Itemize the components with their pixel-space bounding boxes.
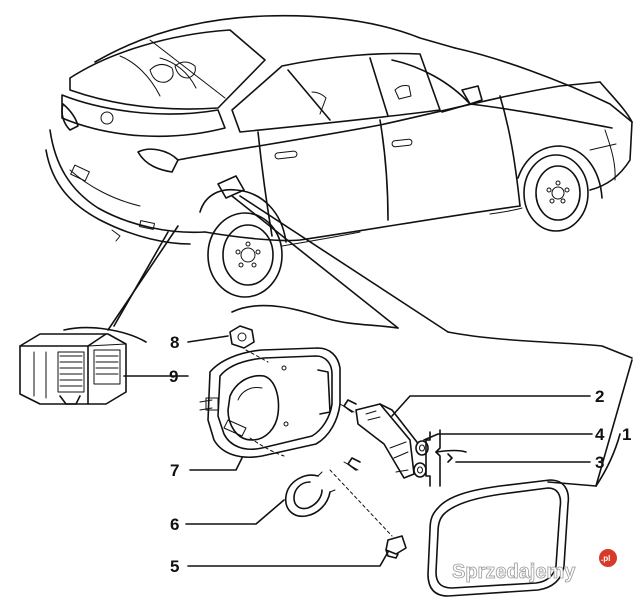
callout-5: 5 (170, 557, 179, 576)
leader-lines (63, 195, 633, 359)
hinge-bracket (355, 403, 421, 479)
actuator-box (19, 333, 127, 405)
nut (229, 325, 269, 363)
watermark: Sprzedajemy .pl (452, 549, 617, 583)
watermark-text: Sprzedajemy (452, 561, 576, 583)
callout-2: 2 (595, 387, 604, 406)
screw (339, 399, 361, 471)
callout-8: 8 (170, 333, 179, 352)
watermark-badge-icon (599, 549, 617, 567)
callout-6: 6 (170, 515, 179, 534)
callout-leaders (123, 335, 633, 567)
callout-3: 3 (595, 453, 604, 472)
callout-9: 9 (169, 367, 178, 386)
retaining-ring (284, 471, 336, 518)
callout-7: 7 (170, 461, 179, 480)
callout-1: 1 (622, 425, 631, 444)
body-fuel-flap (217, 175, 245, 199)
watermark-badge-text: .pl (601, 554, 610, 563)
small-nuts (413, 440, 429, 478)
callout-4: 4 (595, 425, 605, 444)
group-bracket (425, 429, 467, 487)
fuel-door-housing (199, 347, 393, 537)
car-body-drawing (45, 14, 633, 298)
plug (385, 535, 407, 559)
fuel-flap-cover (427, 479, 570, 597)
